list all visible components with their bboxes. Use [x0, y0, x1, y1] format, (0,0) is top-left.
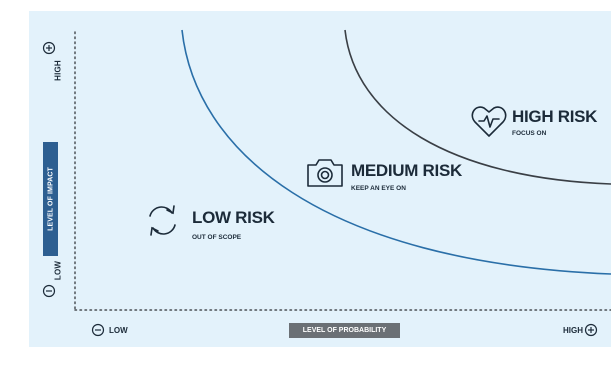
low-medium-boundary-curve — [181, 29, 611, 275]
impact-low-label: LOW — [53, 260, 63, 281]
impact-axis-title-text: LEVEL OF IMPACT — [47, 167, 54, 231]
probability-high-label: HIGH — [563, 326, 583, 335]
impact-high-plus-icon — [42, 41, 56, 55]
high-risk-subtitle: FOCUS ON — [512, 130, 547, 137]
refresh-icon — [149, 205, 176, 236]
low-risk-subtitle: OUT OF SCOPE — [192, 234, 242, 241]
low-risk-title: LOW RISK — [192, 208, 275, 227]
high-risk-title: HIGH RISK — [512, 107, 598, 126]
camera-icon — [307, 159, 343, 187]
impact-low-minus-icon — [42, 284, 56, 298]
medium-high-boundary-curve — [344, 29, 611, 185]
probability-low-minus-icon — [91, 323, 105, 337]
probability-high-plus-icon — [584, 323, 598, 337]
heart-pulse-icon — [471, 106, 507, 137]
impact-high-label: HIGH — [53, 60, 63, 81]
medium-risk-title: MEDIUM RISK — [351, 161, 462, 180]
probability-axis-title: LEVEL OF PROBABILITY — [289, 323, 400, 338]
probability-low-label: LOW — [109, 326, 128, 335]
medium-risk-subtitle: KEEP AN EYE ON — [351, 185, 406, 192]
impact-axis-title: LEVEL OF IMPACT — [43, 142, 58, 256]
